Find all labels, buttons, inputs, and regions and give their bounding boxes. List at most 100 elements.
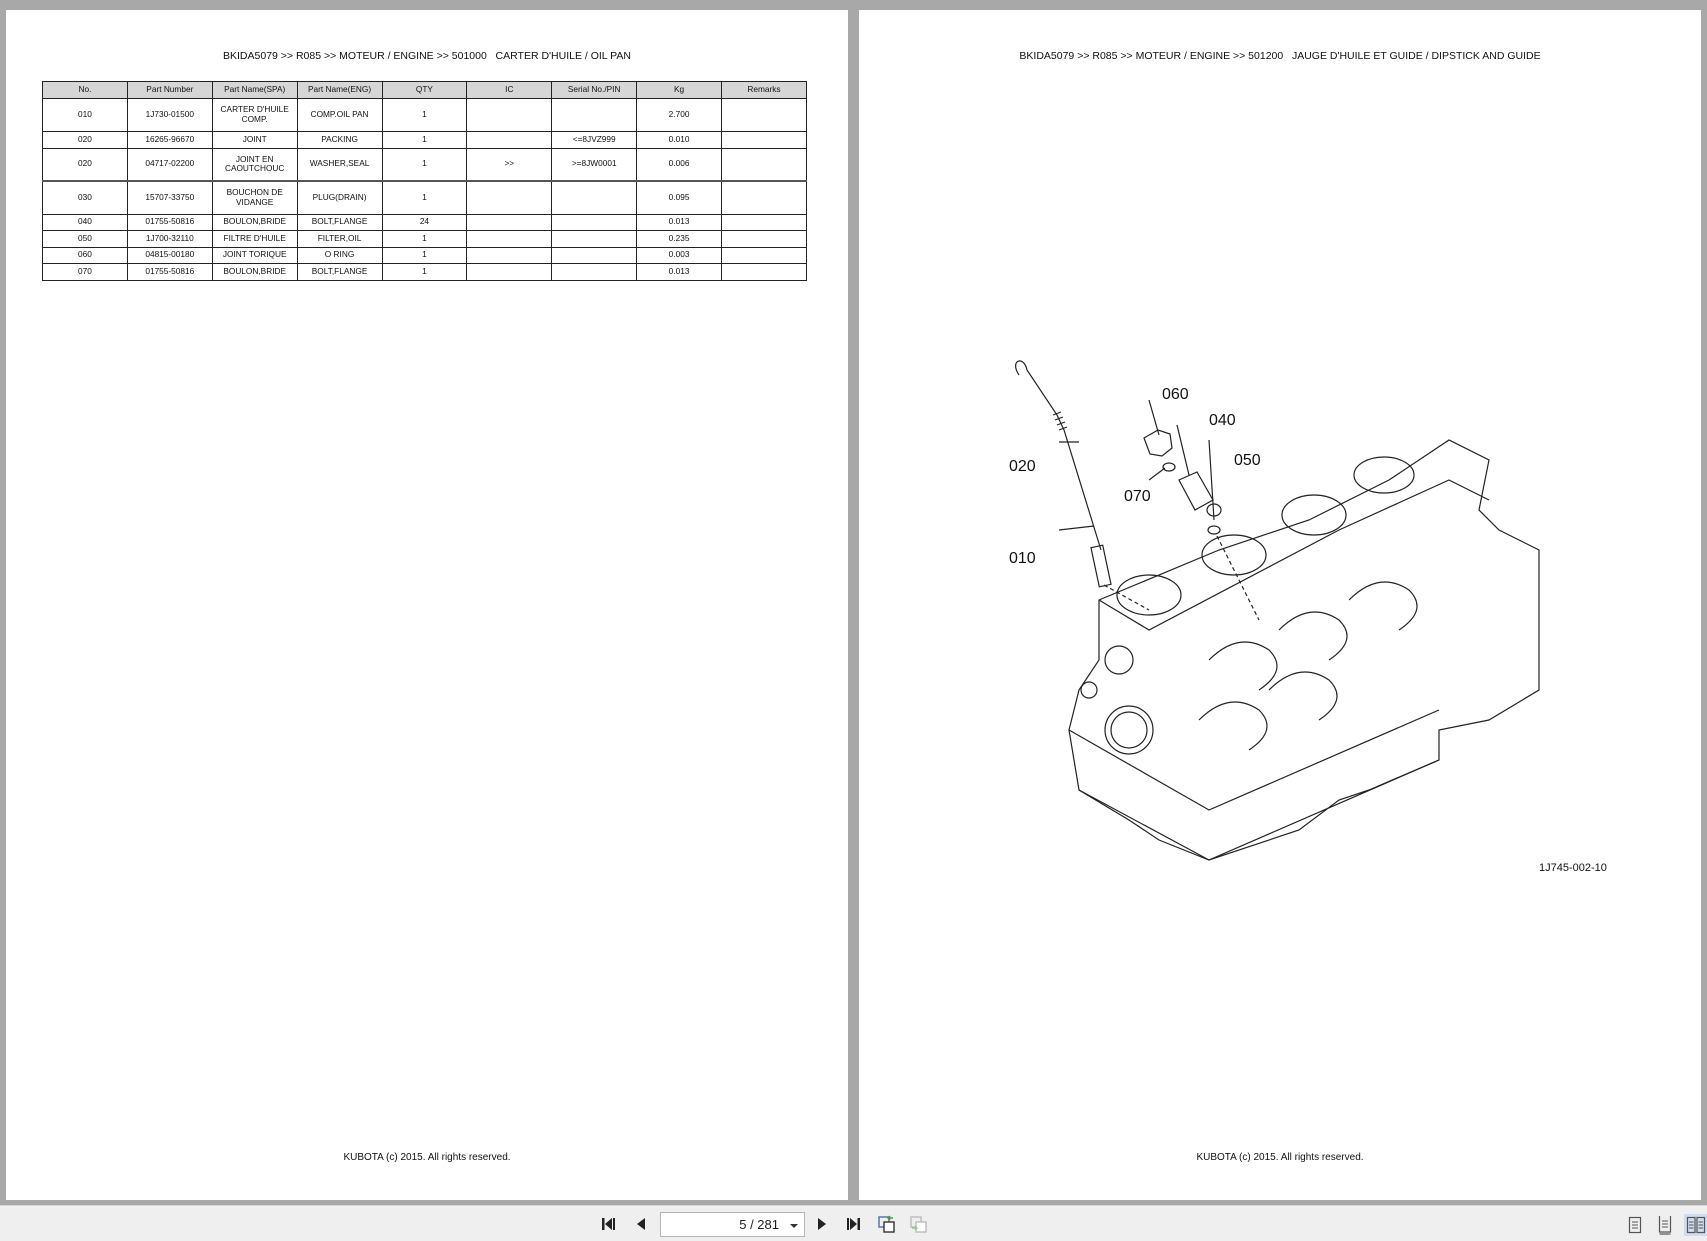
cell-no: 020	[42, 147, 128, 182]
next-page-button[interactable]	[811, 1213, 833, 1235]
page-breadcrumb: BKIDA5079 >> R085 >> MOTEUR / ENGINE >> …	[1019, 50, 1541, 62]
page-footer-copyright: KUBOTA (c) 2015. All rights reserved.	[343, 1152, 511, 1163]
cell-serial: >=8JW0001	[551, 147, 638, 182]
cell-ic	[466, 131, 553, 149]
cell-name-spa: JOINT	[211, 131, 298, 149]
first-page-button[interactable]	[598, 1213, 620, 1235]
cell-kg: 2.700	[636, 98, 722, 132]
col-header-part-number: Part Number	[126, 81, 213, 99]
cell-remarks	[721, 213, 807, 231]
cell-kg: 0.095	[636, 180, 722, 215]
previous-page-button[interactable]	[630, 1213, 652, 1235]
cell-no: 030	[42, 180, 128, 215]
first-page-icon	[602, 1218, 615, 1230]
cell-part-number: 01755-50816	[126, 263, 213, 281]
cell-remarks	[721, 131, 807, 149]
cell-kg: 0.013	[636, 263, 722, 281]
page-number-input[interactable]: 5 / 281	[660, 1212, 805, 1237]
cell-no: 060	[42, 246, 128, 264]
cell-serial	[551, 246, 638, 264]
cell-qty: 1	[381, 147, 468, 182]
cell-ic	[466, 230, 553, 248]
table-row: 050 1J700-32110 FILTRE D'HUILE FILTER,OI…	[42, 230, 807, 248]
continuous-view-button[interactable]	[1654, 1214, 1676, 1236]
table-row: 030 15707-33750 BOUCHON DE VIDANGE PLUG(…	[42, 180, 807, 215]
cell-ic	[466, 98, 553, 132]
callout-050: 050	[1234, 452, 1261, 469]
cell-qty: 1	[381, 230, 468, 248]
cell-qty: 1	[381, 180, 468, 215]
last-page-button[interactable]	[842, 1213, 864, 1235]
cell-name-spa: JOINT EN CAOUTCHOUC	[211, 147, 298, 182]
next-view-icon	[910, 1216, 927, 1233]
page-indicator: 5 / 281	[739, 1217, 779, 1232]
cell-no: 040	[42, 213, 128, 231]
last-page-icon	[847, 1218, 860, 1230]
previous-view-button[interactable]	[876, 1213, 898, 1235]
callout-010: 010	[1009, 550, 1036, 567]
table-header-row: No. Part Number Part Name(SPA) Part Name…	[42, 81, 807, 99]
two-page-view-button[interactable]	[1684, 1214, 1707, 1236]
two-page-view-icon	[1686, 1216, 1705, 1234]
cell-remarks	[721, 230, 807, 248]
cell-no: 020	[42, 131, 128, 149]
callout-070: 070	[1124, 488, 1151, 505]
previous-view-icon	[878, 1215, 895, 1233]
cell-remarks	[721, 246, 807, 264]
parts-table: No. Part Number Part Name(SPA) Part Name…	[42, 81, 807, 281]
chevron-down-icon[interactable]	[790, 1224, 798, 1228]
cell-no: 010	[42, 98, 128, 132]
col-header-serial: Serial No./PIN	[551, 81, 638, 99]
page-left: BKIDA5079 >> R085 >> MOTEUR / ENGINE >> …	[6, 10, 848, 1200]
cell-kg: 0.013	[636, 213, 722, 231]
callout-060: 060	[1162, 386, 1189, 403]
cell-serial	[551, 213, 638, 231]
cell-serial	[551, 180, 638, 215]
cell-name-eng: FILTER,OIL	[296, 230, 383, 248]
col-header-kg: Kg	[636, 81, 722, 99]
cell-name-spa: BOULON,BRIDE	[211, 263, 298, 281]
engine-block-illustration	[1015, 360, 1540, 861]
col-header-ic: IC	[466, 81, 553, 99]
cell-serial	[551, 98, 638, 132]
cell-name-spa: CARTER D'HUILE COMP.	[211, 98, 298, 132]
cell-serial: <=8JVZ999	[551, 131, 638, 149]
cell-name-eng: PLUG(DRAIN)	[296, 180, 383, 215]
engine-block-diagram: 060 040 020 050 070 010	[1009, 360, 1569, 900]
continuous-view-icon	[1658, 1216, 1672, 1235]
cell-kg: 0.235	[636, 230, 722, 248]
cell-part-number: 15707-33750	[126, 180, 213, 215]
col-header-remarks: Remarks	[721, 81, 807, 99]
cell-name-eng: O RING	[296, 246, 383, 264]
cell-part-number: 04815-00180	[126, 246, 213, 264]
cell-name-spa: BOUCHON DE VIDANGE	[211, 180, 298, 215]
col-header-qty: QTY	[381, 81, 468, 99]
cell-ic: >>	[466, 147, 553, 182]
callout-040: 040	[1209, 412, 1236, 429]
cell-remarks	[721, 98, 807, 132]
page-footer-copyright: KUBOTA (c) 2015. All rights reserved.	[1196, 1152, 1364, 1163]
cell-no: 050	[42, 230, 128, 248]
cell-serial	[551, 263, 638, 281]
page-right: BKIDA5079 >> R085 >> MOTEUR / ENGINE >> …	[859, 10, 1701, 1200]
cell-ic	[466, 213, 553, 231]
cell-name-eng: BOLT,FLANGE	[296, 213, 383, 231]
callout-020: 020	[1009, 458, 1036, 475]
cell-kg: 0.003	[636, 246, 722, 264]
page-breadcrumb: BKIDA5079 >> R085 >> MOTEUR / ENGINE >> …	[223, 50, 631, 62]
cell-remarks	[721, 180, 807, 215]
table-row: 060 04815-00180 JOINT TORIQUE O RING 1 0…	[42, 246, 807, 264]
navigation-toolbar: 5 / 281	[0, 1205, 1707, 1241]
cell-serial	[551, 230, 638, 248]
cell-name-spa: FILTRE D'HUILE	[211, 230, 298, 248]
col-header-name-eng: Part Name(ENG)	[296, 81, 383, 99]
cell-qty: 1	[381, 246, 468, 264]
cell-part-number: 1J700-32110	[126, 230, 213, 248]
cell-name-spa: BOULON,BRIDE	[211, 213, 298, 231]
single-page-view-button[interactable]	[1624, 1214, 1646, 1236]
cell-part-number: 01755-50816	[126, 213, 213, 231]
cell-no: 070	[42, 263, 128, 281]
cell-qty: 1	[381, 98, 468, 132]
cell-name-eng: WASHER,SEAL	[296, 147, 383, 182]
next-view-button[interactable]	[908, 1213, 930, 1235]
